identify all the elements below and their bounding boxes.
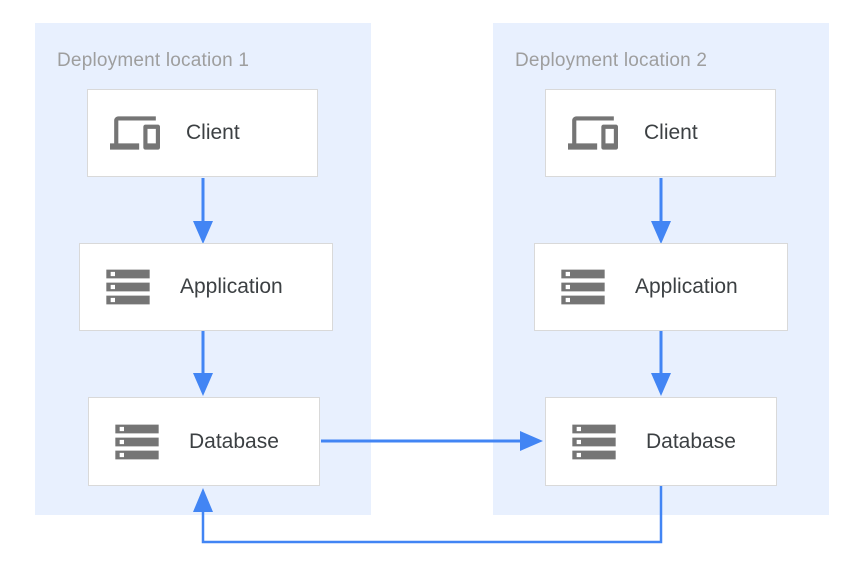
node-database-2: Database	[545, 397, 777, 486]
node-label: Database	[189, 429, 279, 453]
devices-icon	[110, 108, 160, 158]
devices-icon	[568, 108, 618, 158]
node-label: Client	[186, 121, 240, 144]
node-client-1: Client	[87, 89, 318, 177]
node-label: Application	[635, 275, 738, 298]
node-database-1: Database	[88, 397, 320, 486]
node-label: Database	[646, 429, 736, 453]
server-icon	[557, 261, 609, 313]
server-icon	[111, 416, 163, 468]
panel-title-2: Deployment location 2	[515, 50, 708, 71]
node-label: Client	[644, 121, 698, 144]
panel-title-1: Deployment location 1	[57, 50, 250, 71]
node-application-2: Application	[534, 243, 788, 331]
node-label: Application	[180, 275, 283, 298]
node-application-1: Application	[79, 243, 333, 331]
server-icon	[568, 416, 620, 468]
node-client-2: Client	[545, 89, 776, 177]
server-icon	[102, 261, 154, 313]
